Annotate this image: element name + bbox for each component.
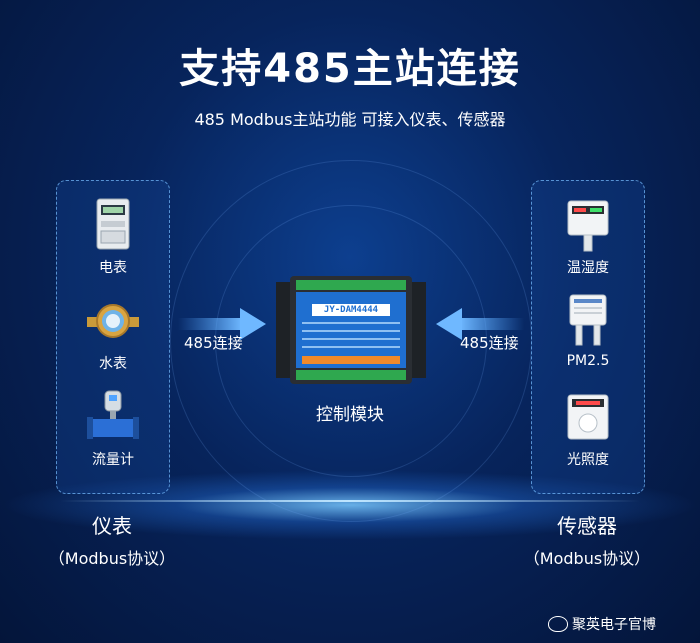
instrument-label: 流量计 [92, 452, 134, 468]
group-subtitle: （Modbus协议） [523, 549, 651, 568]
group-title: 仪表 [92, 514, 132, 538]
group-title: 传感器 [557, 514, 617, 538]
flow-meter-icon [85, 389, 141, 445]
instrument-electric-meter[interactable]: 电表 [57, 197, 169, 277]
device-body-icon [276, 276, 426, 384]
bg-ring-inner [215, 205, 487, 477]
sensor-label: 温湿度 [567, 260, 609, 276]
instrument-label: 水表 [99, 356, 127, 372]
electric-meter-icon [85, 197, 141, 253]
instrument-flow-meter[interactable]: 流量计 [57, 389, 169, 469]
page-subtitle: 485 Modbus主站功能 可接入仪表、传感器 [194, 110, 506, 129]
sensor-light[interactable]: 光照度 [532, 389, 644, 469]
temp-humidity-sensor-icon [560, 197, 616, 253]
instruments-panel: 电表 水表 流量计 [56, 180, 170, 494]
sensor-label: PM2.5 [566, 353, 610, 369]
sensor-temp-humidity[interactable]: 温湿度 [532, 197, 644, 277]
instrument-water-meter[interactable]: 水表 [57, 293, 169, 373]
sensor-pm25[interactable]: PM2.5 [532, 293, 644, 369]
left-arrow-icon [178, 308, 266, 340]
water-meter-icon [85, 293, 141, 349]
right-arrow-icon [436, 308, 524, 340]
sensor-label: 光照度 [567, 452, 609, 468]
sensors-panel: 温湿度 PM2.5 光照度 [531, 180, 645, 494]
instrument-label: 电表 [99, 260, 127, 276]
group-subtitle: （Modbus协议） [48, 549, 176, 568]
control-module-device[interactable]: JY-DAM4444 [276, 276, 426, 384]
module-label: 控制模块 [316, 405, 384, 425]
device-model-label: JY-DAM4444 [323, 305, 379, 315]
right-connection-label: 485连接 [460, 334, 519, 352]
sensors-group-label: 传感器 （Modbus协议） [507, 510, 667, 569]
light-sensor-icon [560, 389, 616, 445]
page-title: 支持485主站连接 [179, 46, 521, 92]
watermark: 聚英电子官博 [548, 614, 656, 634]
watermark-text: 聚英电子官博 [572, 617, 656, 633]
pm25-sensor-icon [560, 293, 616, 349]
left-connection-label: 485连接 [184, 334, 243, 352]
weibo-icon [548, 616, 568, 632]
instruments-group-label: 仪表 （Modbus协议） [32, 510, 192, 569]
